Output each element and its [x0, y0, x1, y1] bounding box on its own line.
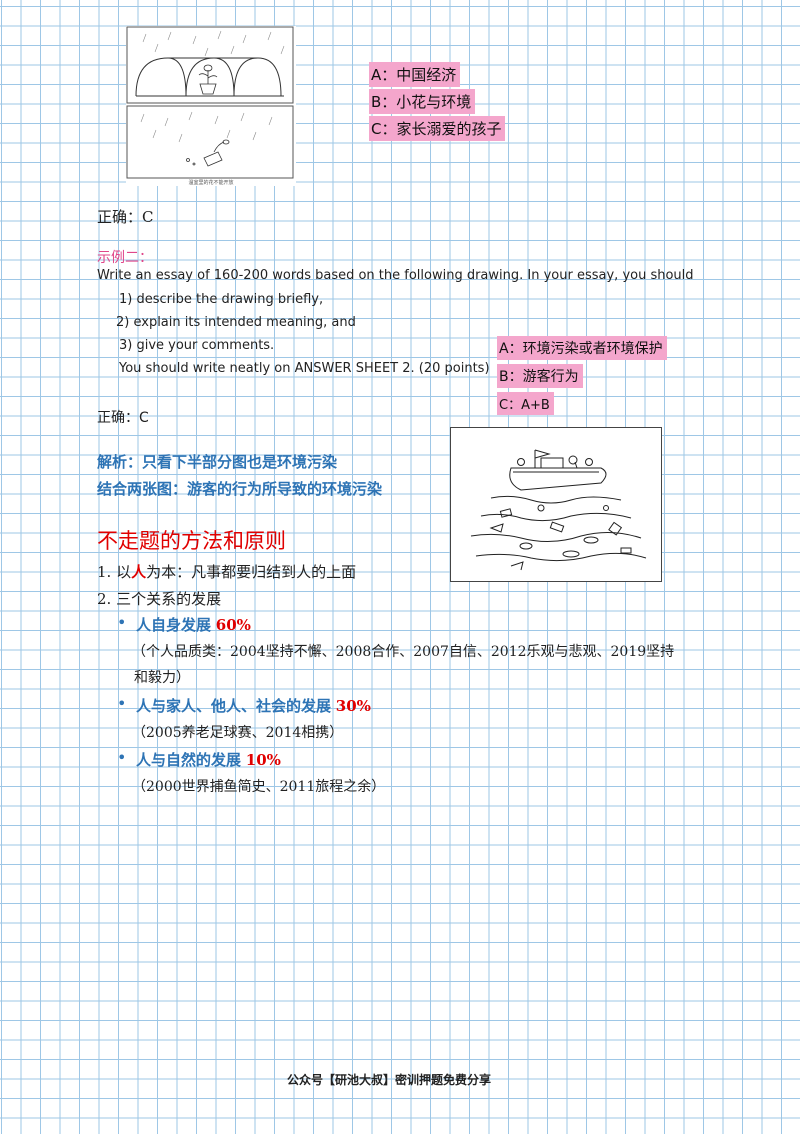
bullet-1-percent: 60%: [215, 616, 251, 634]
example1-figure-caption: 温室里的花不能开放: [188, 179, 233, 186]
point-1-suffix: 为本：凡事都要归结到人的上面: [146, 563, 357, 581]
example2-option-b: B：游客行为: [497, 364, 583, 388]
bullet-icon: •: [117, 613, 127, 632]
example2-analysis-line-2: 结合两张图：游客的行为所导致的环境污染: [97, 480, 383, 498]
section-title: 不走题的方法和原则: [97, 529, 286, 553]
bullet-1-heading: 人自身发展 60%: [136, 614, 251, 635]
bullet-2-label: 人与家人、他人、社会的发展: [136, 697, 332, 715]
example2-heading: 示例二：: [97, 250, 153, 266]
bullet-2-detail-line-1: （2005养老足球赛、2014相携）: [132, 725, 344, 741]
example1-answer: 正确：C: [97, 208, 154, 226]
bullet-3-detail-line-1: （2000世界捕鱼简史、2011旅程之余）: [132, 779, 386, 795]
example2-option-a: A：环境污染或者环境保护: [497, 336, 667, 360]
example2-answer: 正确：C: [97, 410, 149, 426]
point-1-highlight: 人: [131, 563, 147, 581]
bullet-icon: •: [117, 748, 127, 767]
bullet-2-percent: 30%: [335, 697, 371, 715]
bullet-1-detail-line-1: （个人品质类：2004坚持不懈、2008合作、2007自信、2012乐观与悲观、…: [132, 644, 675, 660]
bullet-1-label: 人自身发展: [136, 616, 212, 634]
example2-prompt-line-1: Write an essay of 160-200 words based on…: [97, 268, 694, 283]
example1-option-c: C：家长溺爱的孩子: [369, 116, 506, 141]
example1-option-b: B：小花与环境: [369, 89, 476, 114]
example2-prompt-line-2: 1) describe the drawing briefly,: [119, 292, 324, 307]
example2-option-c: C：A+B: [497, 392, 554, 415]
point-1-prefix: 1. 以: [97, 563, 132, 581]
bullet-3-percent: 10%: [245, 751, 281, 769]
example2-prompt-line-5: You should write neatly on ANSWER SHEET …: [119, 361, 490, 376]
example2-figure: [450, 427, 662, 582]
footer-text: 公众号【研池大叔】密训押题免费分享: [287, 1073, 492, 1087]
bullet-1-detail-line-2: 和毅力）: [134, 670, 190, 686]
example2-prompt-line-4: 3) give your comments.: [119, 338, 275, 353]
example1-option-a: A：中国经济: [369, 62, 461, 87]
example2-prompt-line-3: 2) explain its intended meaning, and: [116, 315, 356, 330]
bullet-3-label: 人与自然的发展: [136, 751, 242, 769]
point-2: 2. 三个关系的发展: [97, 590, 222, 608]
example1-figure: 温室里的花不能开放: [126, 26, 296, 186]
example2-analysis-line-1: 解析：只看下半部分图也是环境污染: [97, 453, 338, 471]
bullet-icon: •: [117, 694, 127, 713]
point-1: 1. 以人为本：凡事都要归结到人的上面: [97, 561, 356, 582]
bullet-3-heading: 人与自然的发展 10%: [136, 749, 281, 770]
bullet-2-heading: 人与家人、他人、社会的发展 30%: [136, 695, 371, 716]
